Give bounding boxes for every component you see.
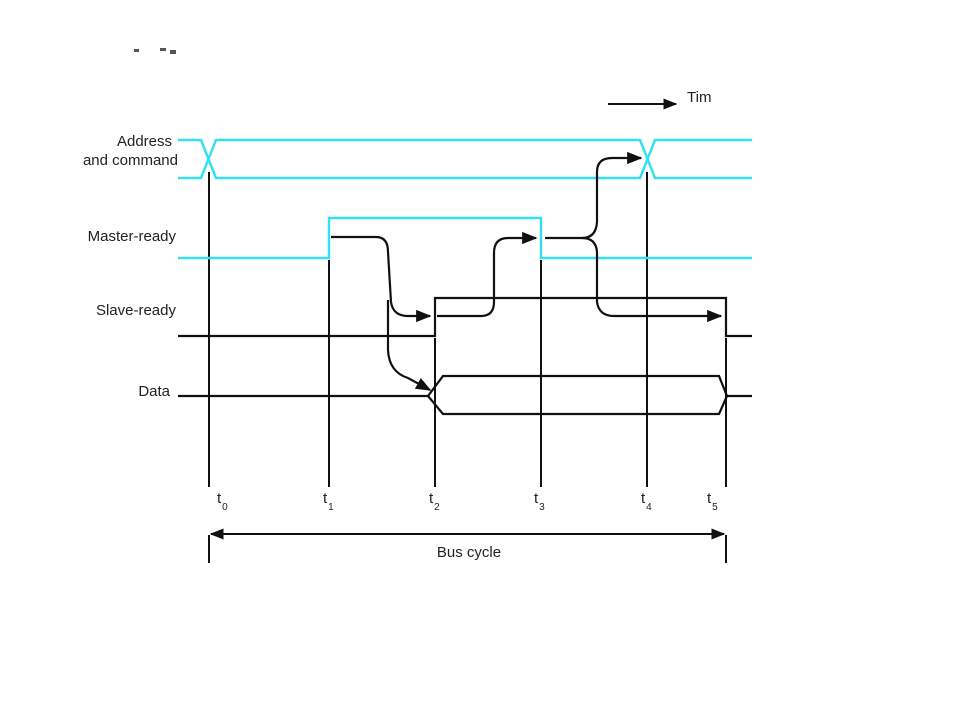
master-ready-waveform	[178, 216, 752, 260]
time-label-t4: t	[641, 490, 646, 507]
arrow-master-to-address	[545, 151, 643, 240]
time-label-t0: t	[217, 490, 222, 507]
time-sub-t3: 3	[539, 502, 545, 513]
svg-text:t1: t1	[323, 490, 334, 513]
master-ready-label: Master-ready	[88, 228, 177, 245]
data-waveform	[178, 374, 752, 416]
time-label-t2: t	[429, 490, 434, 507]
slave-ready-waveform	[178, 296, 752, 338]
svg-text:t4: t4	[641, 490, 652, 513]
address-command-waveform	[178, 138, 752, 180]
bus-cycle-label: Bus cycle	[437, 544, 501, 561]
time-label-t3: t	[534, 490, 539, 507]
time-label-t1: t	[323, 490, 328, 507]
slave-ready-label: Slave-ready	[96, 302, 177, 319]
data-label: Data	[138, 383, 170, 400]
address-label: Address	[117, 133, 172, 150]
time-label-t5: t	[707, 490, 712, 507]
svg-text:t0: t0	[217, 490, 228, 513]
arrow-slave-to-master	[437, 231, 538, 318]
time-label: Tim	[687, 89, 711, 106]
svg-text:t3: t3	[534, 490, 545, 513]
arrow-master-to-slave	[331, 235, 432, 323]
time-labels: t0 t1 t2 t3 t4 t5	[217, 490, 718, 513]
time-sub-t4: 4	[646, 502, 652, 513]
time-sub-t1: 1	[328, 502, 334, 513]
time-sub-t2: 2	[434, 502, 440, 513]
svg-text:t2: t2	[429, 490, 440, 513]
time-sub-t0: 0	[222, 502, 228, 513]
time-sub-t5: 5	[712, 502, 718, 513]
arrow-address-to-slave	[581, 236, 723, 323]
command-label: and command	[83, 152, 178, 169]
arrow-master-to-data	[386, 300, 432, 391]
clipped-text-fragment	[134, 48, 176, 54]
svg-text:t5: t5	[707, 490, 718, 513]
